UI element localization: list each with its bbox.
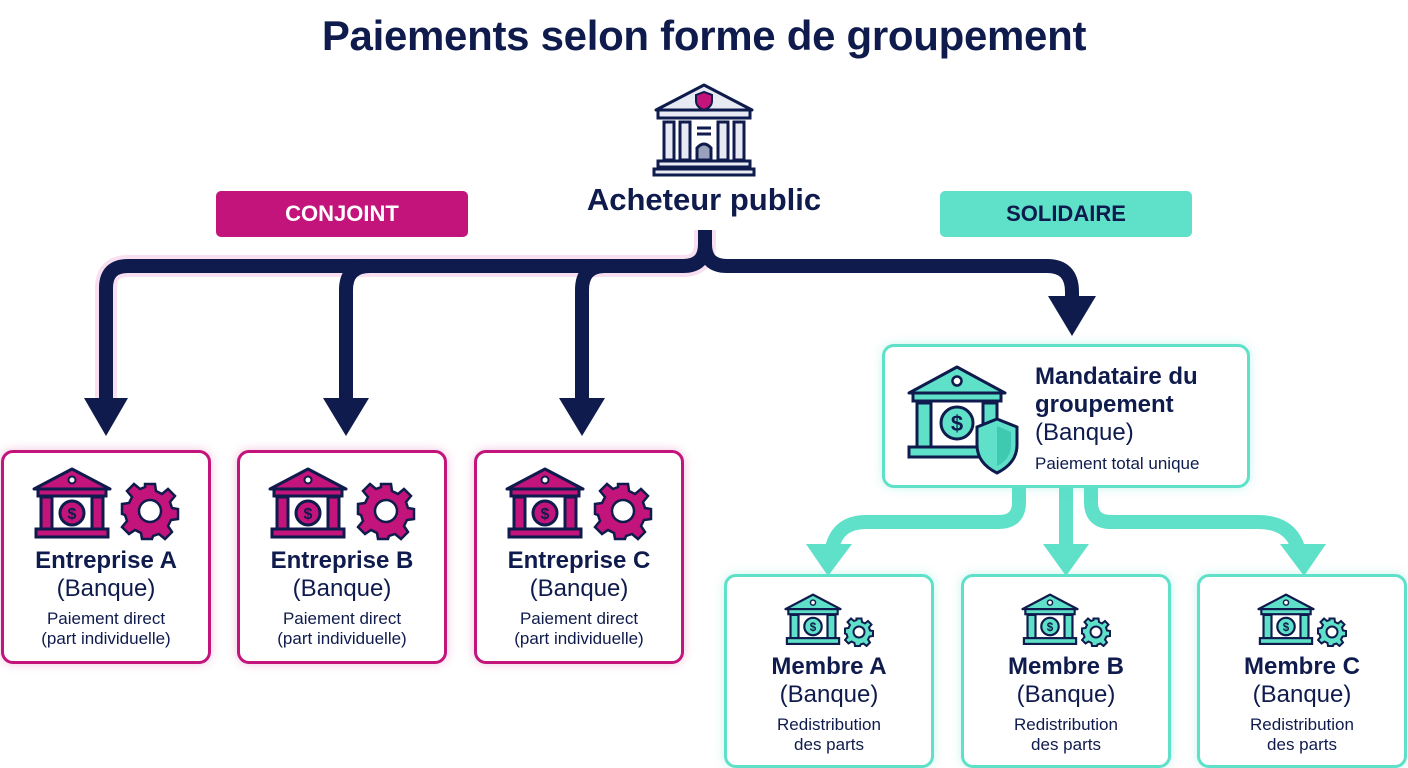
gear-icon [1081,617,1111,647]
arrowheads-navy [84,296,1096,436]
entreprise-bank: (Banque) [292,575,392,602]
svg-text:$: $ [1047,621,1054,634]
bank-shield-icon: $ [907,365,1019,475]
membre-desc-line2: des parts [794,735,864,754]
bank-dollar-icon: $ [1021,593,1079,646]
membre-card: $ Membre C (Banque) Redistribution des p… [1197,574,1407,768]
arrowhead-entreprise-b [323,398,369,436]
bank-dollar-icon: $ [505,467,585,539]
entreprise-desc-line2: (part individuelle) [514,629,644,648]
connector-halo [95,230,716,405]
membre-name: Membre B [1007,653,1125,680]
arrowhead-mandataire [1048,296,1096,336]
entreprise-card: $ Entreprise C (Banque) Paiement direct … [474,450,684,664]
buyer-node: Acheteur public [560,82,848,218]
buyer-label: Acheteur public [586,182,822,217]
mandataire-bank: (Banque) [1035,419,1134,446]
membre-name: Membre A [771,653,887,680]
gear-icon [120,482,180,541]
arrowhead-entreprise-c [559,398,605,436]
membre-desc-line1: Redistribution [1014,715,1118,734]
diagram-title: Paiements selon forme de groupement [321,12,1087,59]
svg-text:$: $ [951,411,963,436]
arrowhead-entreprise-a [84,398,128,436]
arrowhead-membre-b [1043,544,1089,576]
entreprise-desc-line2: (part individuelle) [277,629,407,648]
entreprise-desc-line1: Paiement direct [46,609,166,628]
conjoint-label: CONJOINT [216,191,468,237]
membre-name: Membre C [1243,653,1361,680]
entreprise-desc-line1: Paiement direct [519,609,639,628]
entreprise-name: Entreprise A [35,547,177,574]
bank-dollar-icon: $ [784,593,842,646]
government-building-icon [652,83,756,177]
mandataire-name-line1: Mandataire du [1035,363,1198,390]
gear-icon [844,617,874,647]
entreprise-desc-line1: Paiement direct [282,609,402,628]
connector-member-a [825,488,1026,550]
membre-card: $ Membre B (Banque) Redistribution des p… [961,574,1171,768]
bank-dollar-icon: $ [268,467,348,539]
connector-branch-c [575,259,606,405]
svg-text:$: $ [68,506,77,523]
arrowheads-teal [806,544,1326,576]
solidaire-label: SOLIDAIRE [940,191,1192,237]
gear-icon [593,482,653,541]
membre-bank: (Banque) [1016,681,1116,708]
svg-text:$: $ [810,621,817,634]
membre-desc-line1: Redistribution [1250,715,1354,734]
entreprise-name: Entreprise C [507,547,651,574]
solidaire-connectors [825,488,1305,551]
membre-desc-line2: des parts [1031,735,1101,754]
gear-icon [356,482,416,541]
entreprise-name: Entreprise B [270,547,414,574]
svg-text:$: $ [304,506,313,523]
entreprise-bank: (Banque) [56,575,156,602]
conjoint-connectors [95,230,1079,405]
connector-solidaire [698,243,1079,300]
mandataire-name-line2: groupement [1035,391,1174,418]
svg-text:$: $ [1283,621,1290,634]
membre-bank: (Banque) [779,681,879,708]
entreprise-card: $ Entreprise B (Banque) Paiement direct … [237,450,447,664]
svg-text:$: $ [541,506,550,523]
connector-member-c [1084,488,1305,551]
mandataire-desc: Paiement total unique [1035,454,1200,473]
membre-desc-line2: des parts [1267,735,1337,754]
mandataire-card: $ Mandataire du groupement (Banque) Paie… [882,344,1250,488]
entreprise-desc-line2: (part individuelle) [41,629,171,648]
arrowhead-membre-c [1280,544,1326,576]
entreprise-bank: (Banque) [529,575,629,602]
arrowhead-membre-a [806,544,852,576]
membre-bank: (Banque) [1252,681,1352,708]
membre-desc-line1: Redistribution [777,715,881,734]
entreprise-card: $ Entreprise A (Banque) Paiement direct … [1,450,211,664]
connector-branch-b [339,259,371,405]
gear-icon [1317,617,1347,647]
membre-card: $ Membre A (Banque) Redistribution des p… [724,574,934,768]
bank-dollar-icon: $ [32,467,112,539]
bank-dollar-icon: $ [1257,593,1315,646]
